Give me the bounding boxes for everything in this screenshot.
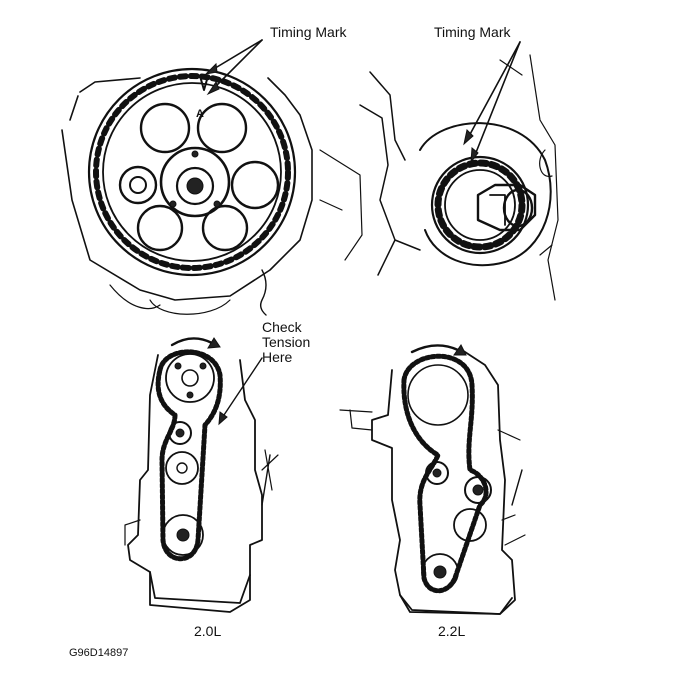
sprocket-hub: [159, 146, 231, 218]
engine-2-0l-view: [124, 337, 279, 613]
timing-belt-2-2l: [401, 353, 489, 594]
crankshaft-sprocket-view: [319, 41, 559, 301]
sprocket-teeth: [87, 67, 297, 277]
sprocket-holes: [118, 102, 280, 252]
timing-mark-label-right: Timing Mark: [434, 24, 511, 40]
engine-2-2l-view: [339, 344, 526, 615]
timing-mark-arrows-right: [463, 41, 521, 164]
timing-belt-2-0l: [155, 349, 223, 562]
check-tension-line-1: Check: [262, 319, 302, 335]
timing-mark-notch-left: [199, 75, 209, 91]
engine-2-0l-caption: 2.0L: [194, 623, 222, 639]
crank-gear-teeth: [430, 155, 530, 255]
engine-2-2l-caption: 2.2L: [438, 623, 466, 639]
figure-code: G96D14897: [69, 647, 129, 659]
camshaft-sprocket-view: A: [61, 39, 313, 316]
crank-shaft-boss: [476, 183, 537, 232]
check-tension-line-2: Tension: [262, 334, 311, 350]
check-tension-label: Check Tension Here: [262, 320, 310, 365]
timing-mark-arrows-left: [204, 39, 263, 96]
timing-mark-label-left: Timing Mark: [270, 24, 347, 40]
sprocket-letter-a: A: [196, 108, 204, 120]
check-tension-line-3: Here: [262, 349, 293, 365]
